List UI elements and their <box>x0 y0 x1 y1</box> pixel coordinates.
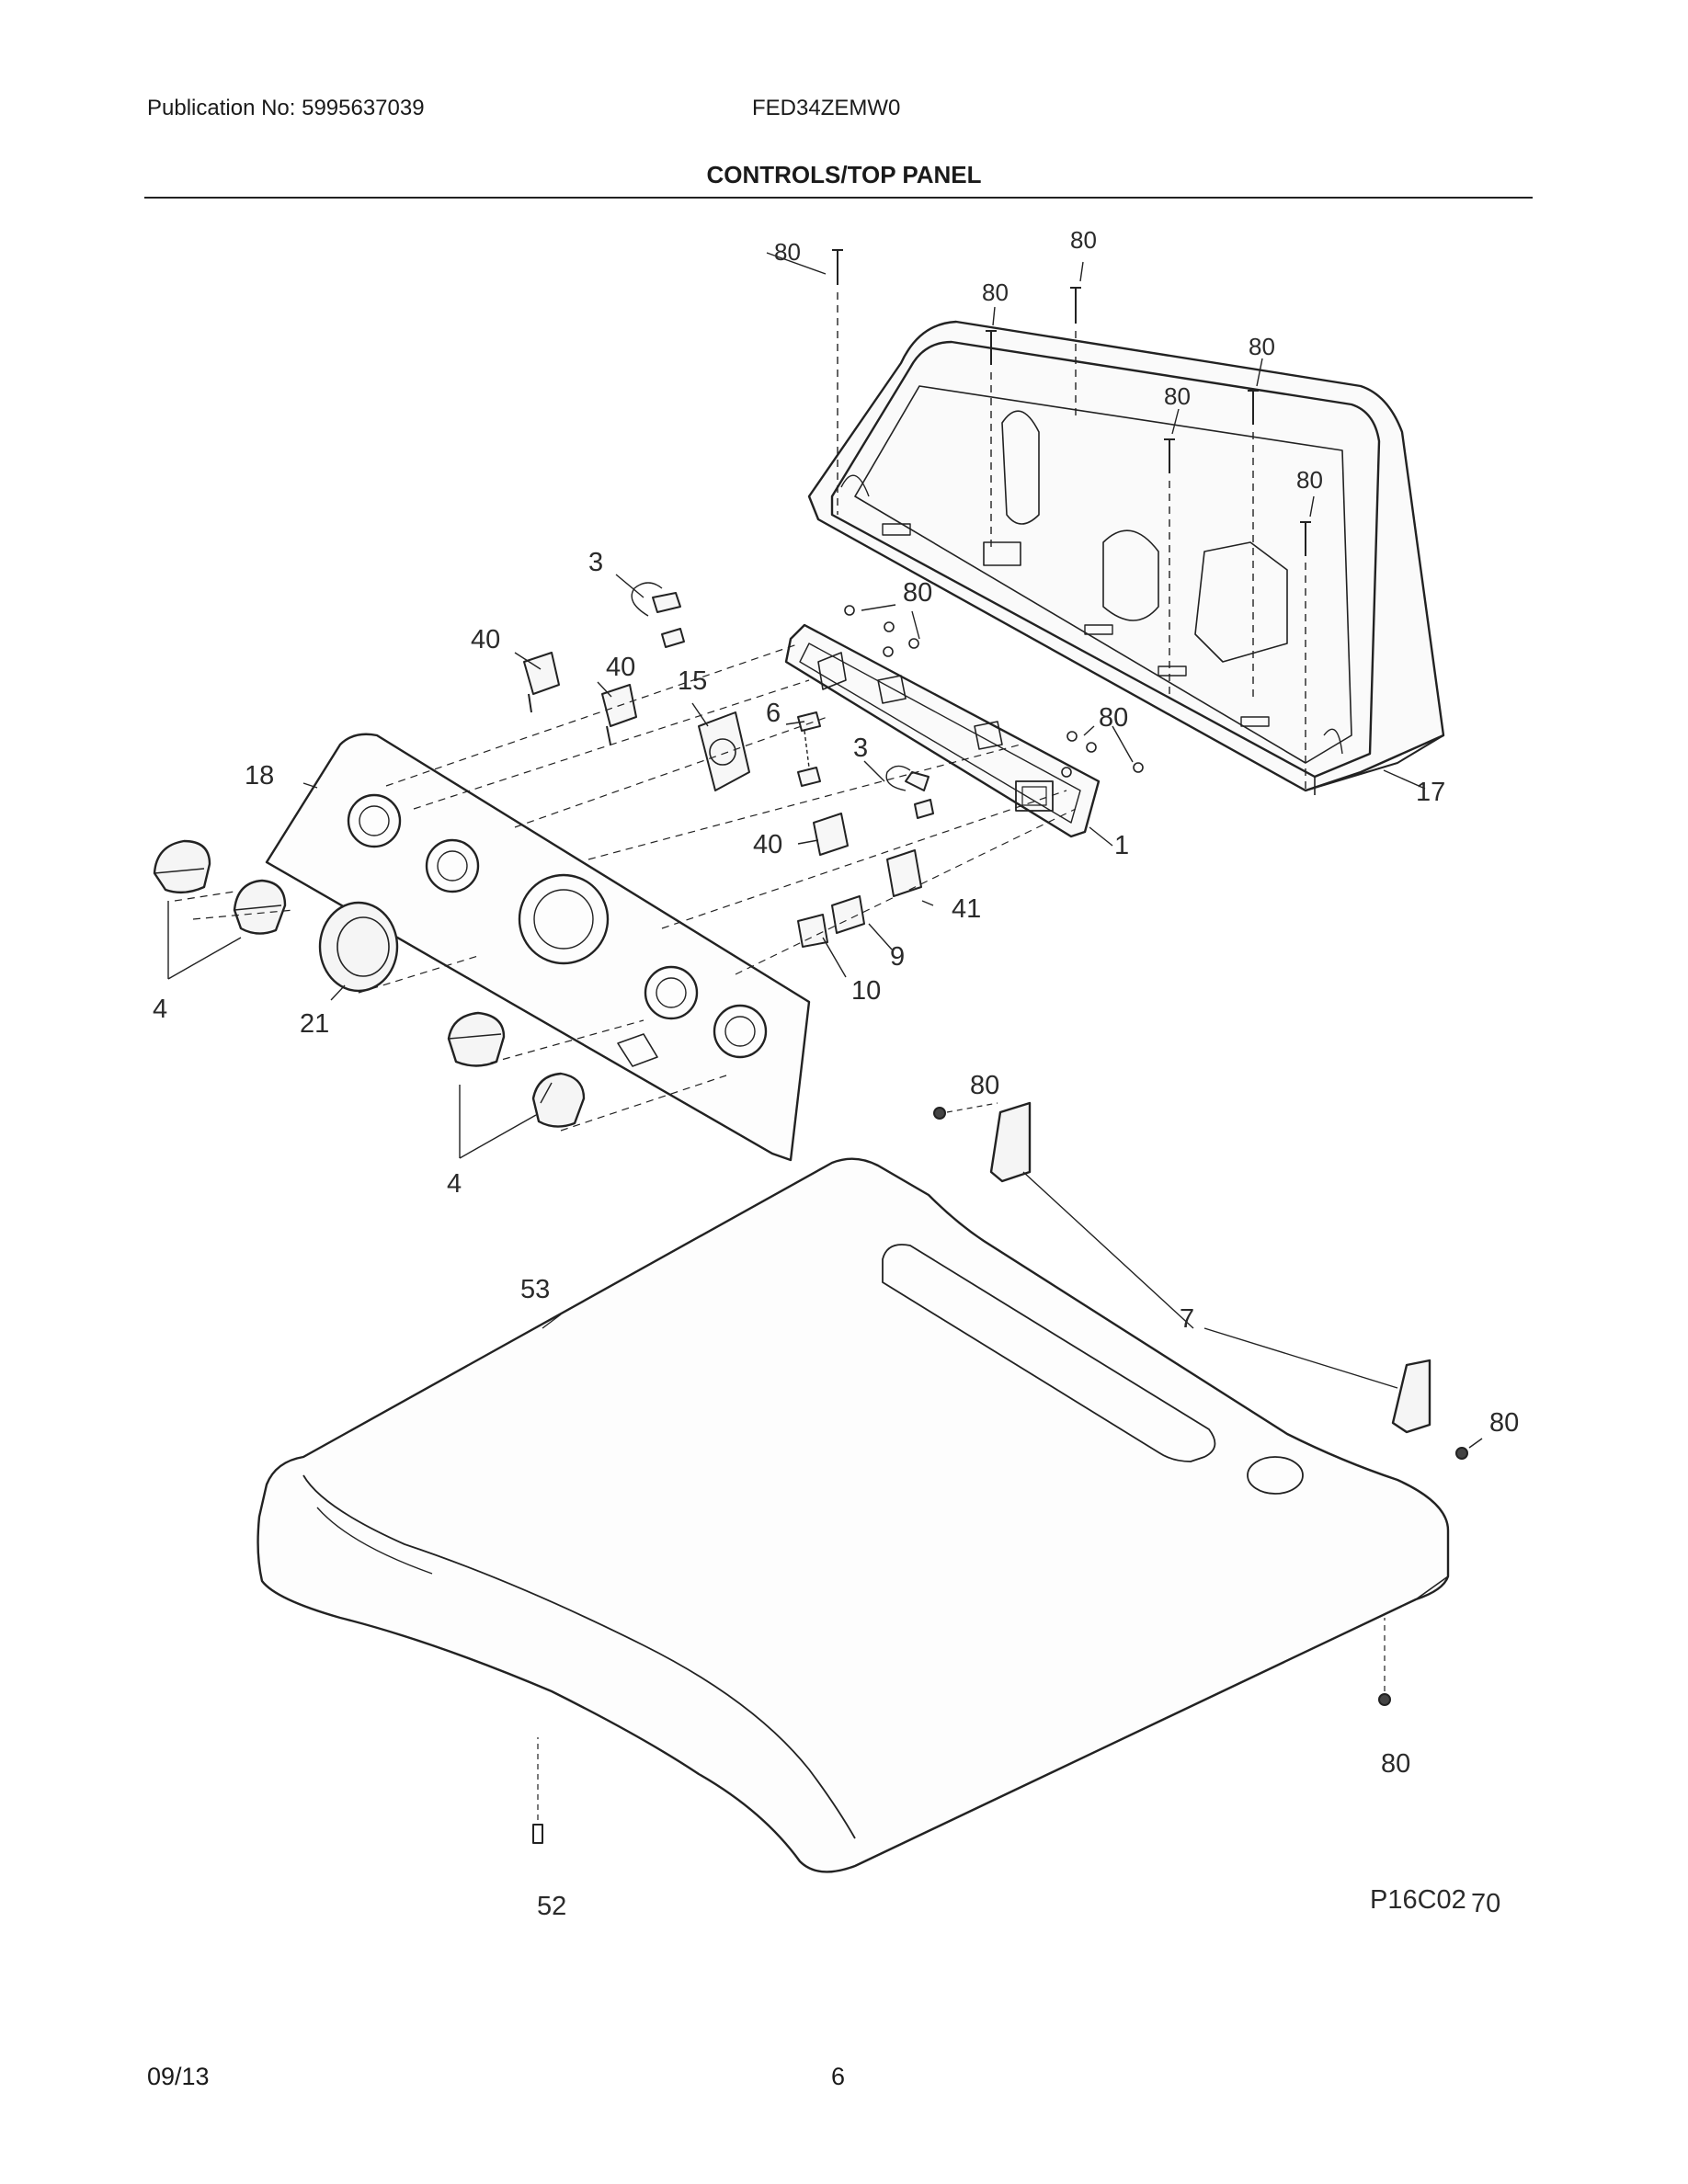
callout-4: 4 <box>153 995 167 1024</box>
callout-40: 40 <box>606 653 635 682</box>
callout-80: 80 <box>982 279 1009 306</box>
page-number: 6 <box>831 2063 846 2090</box>
callout-80: 80 <box>1381 1749 1410 1779</box>
page-title: CONTROLS/TOP PANEL <box>706 161 982 188</box>
callout-80: 80 <box>1164 382 1191 410</box>
callout-4: 4 <box>447 1169 462 1199</box>
top-panel <box>257 1157 1450 1873</box>
model-number: FED34ZEMW0 <box>752 96 901 120</box>
diagram-code: P16C02 <box>1370 1885 1466 1915</box>
callout-6: 6 <box>766 699 781 728</box>
housing-screws <box>832 249 1311 556</box>
title-divider <box>144 197 1533 199</box>
callout-80: 80 <box>1099 703 1128 733</box>
switches-and-connectors <box>523 592 934 948</box>
callout-18: 18 <box>245 761 274 791</box>
callout-3: 3 <box>588 548 603 577</box>
callout-21: 21 <box>300 1009 329 1039</box>
lower-screws <box>532 1107 1468 1844</box>
callout-10: 10 <box>851 976 881 1006</box>
callout-41: 41 <box>952 894 981 924</box>
callout-3: 3 <box>853 734 868 763</box>
diagram-code-suffix: 70 <box>1471 1889 1500 1918</box>
callout-53: 53 <box>520 1275 550 1304</box>
callout-40: 40 <box>471 625 500 654</box>
callout-80: 80 <box>1296 466 1323 494</box>
callout-7: 7 <box>1180 1304 1194 1334</box>
callout-9: 9 <box>890 942 905 972</box>
callout-17: 17 <box>1416 778 1445 807</box>
callout-40: 40 <box>753 830 782 859</box>
hinge-brackets <box>989 1101 1431 1434</box>
control-panel-front <box>265 733 811 1162</box>
callout-80: 80 <box>903 578 932 608</box>
callout-80: 80 <box>1070 226 1097 254</box>
console-housing <box>807 320 1445 795</box>
callout-80: 80 <box>970 1071 999 1100</box>
control-board <box>784 623 1101 838</box>
publication-number: Publication No: 5995637039 <box>147 96 425 120</box>
callout-52: 52 <box>537 1892 566 1921</box>
callout-15: 15 <box>678 666 707 696</box>
knobs <box>153 839 586 1128</box>
cycle-dial <box>318 901 399 993</box>
callout-80: 80 <box>1489 1408 1519 1438</box>
footer-date: 09/13 <box>147 2063 210 2090</box>
board-screws <box>844 605 1144 778</box>
callout-1: 1 <box>1114 831 1129 860</box>
callout-80: 80 <box>1249 333 1275 360</box>
callout-80: 80 <box>774 238 801 266</box>
